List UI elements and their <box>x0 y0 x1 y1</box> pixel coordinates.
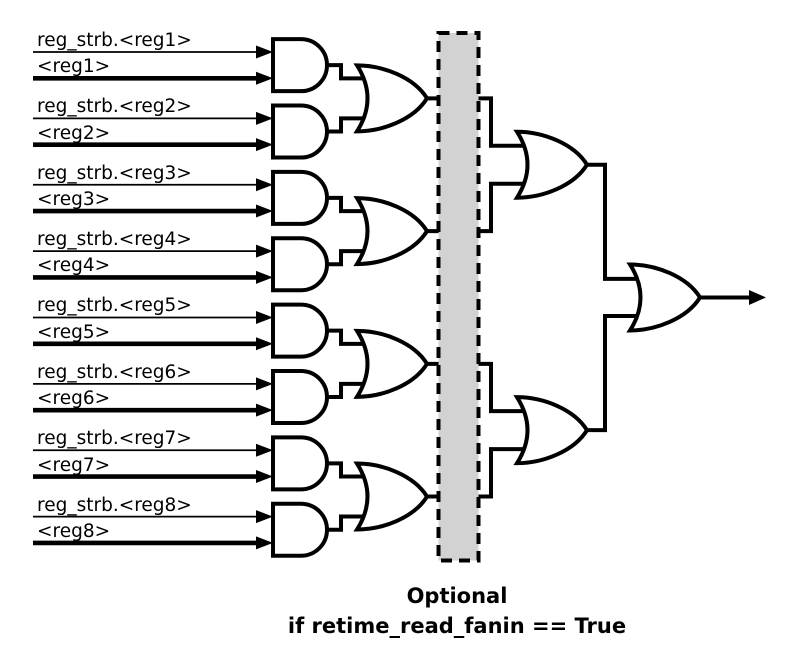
input-arrowhead-value <box>256 536 273 550</box>
output-arrowhead <box>749 289 766 305</box>
input-label-value: <reg5> <box>37 321 111 343</box>
input-label-strobe: reg_strb.<reg8> <box>37 494 192 516</box>
wire-and-to-or <box>323 514 376 532</box>
wire-and-to-or <box>323 195 376 214</box>
input-label-value: <reg6> <box>37 388 111 410</box>
or-gate-final <box>628 262 702 333</box>
wire-and-to-or <box>323 249 376 267</box>
and-gate-5 <box>271 302 329 359</box>
input-label-value: <reg2> <box>37 122 111 144</box>
input-arrowhead-value <box>256 71 273 85</box>
wire-stage3-to-final <box>586 314 652 433</box>
wires-layer <box>33 51 749 546</box>
and-gate-1 <box>271 37 329 94</box>
input-label-value: <reg8> <box>37 520 111 542</box>
input-arrowhead-strobe <box>256 310 273 324</box>
wire-and-to-or <box>323 381 376 399</box>
input-arrowhead-value <box>256 270 273 284</box>
and-gate-7 <box>271 435 329 492</box>
input-label-strobe: reg_strb.<reg6> <box>37 361 192 383</box>
input-label-value: <reg3> <box>37 189 111 211</box>
optional-region-box <box>436 31 481 563</box>
or-gate-stage2-2 <box>355 196 429 267</box>
input-arrowhead-value <box>256 470 273 484</box>
input-label-value: <reg1> <box>37 56 111 78</box>
or-gate-stage2-4 <box>355 461 429 532</box>
or-gate-stage3-1 <box>515 129 589 200</box>
input-arrowhead-value <box>256 204 273 218</box>
input-label-value: <reg4> <box>37 255 111 277</box>
input-arrowhead-strobe <box>256 510 273 524</box>
gates-layer <box>271 37 702 558</box>
input-label-strobe: reg_strb.<reg1> <box>37 30 192 51</box>
wire-and-to-or <box>323 461 376 479</box>
and-gate-4 <box>271 236 329 293</box>
input-arrowhead-strobe <box>256 45 273 59</box>
and-gate-2 <box>271 103 329 160</box>
input-label-strobe: reg_strb.<reg2> <box>37 96 192 118</box>
input-arrowhead-strobe <box>256 443 273 457</box>
input-arrowhead-strobe <box>256 111 273 125</box>
or-gate-stage2-3 <box>355 328 429 399</box>
wire-stage3-to-final <box>586 162 652 281</box>
input-label-strobe: reg_strb.<reg5> <box>37 295 192 317</box>
and-gate-3 <box>271 169 329 226</box>
input-arrowhead-value <box>256 337 273 351</box>
caption-line1: Optional <box>406 584 508 608</box>
arrowheads-layer <box>256 45 766 550</box>
and-gate-6 <box>271 369 329 425</box>
input-arrowhead-value <box>256 403 273 417</box>
input-label-strobe: reg_strb.<reg7> <box>37 428 192 450</box>
input-arrowhead-value <box>256 138 273 152</box>
wire-and-to-or <box>323 328 376 346</box>
wire-and-to-or <box>323 63 376 81</box>
input-arrowhead-strobe <box>256 377 273 391</box>
wire-and-to-or <box>323 116 376 134</box>
input-label-value: <reg7> <box>37 454 111 476</box>
and-gate-8 <box>271 501 329 558</box>
input-arrowhead-strobe <box>256 244 273 258</box>
input-label-strobe: reg_strb.<reg3> <box>37 162 192 184</box>
or-gate-stage3-2 <box>515 395 589 466</box>
caption: Optional if retime_read_fanin == True <box>157 581 757 641</box>
or-gate-stage2-1 <box>355 63 429 134</box>
caption-line2: if retime_read_fanin == True <box>287 614 627 638</box>
input-arrowhead-strobe <box>256 178 273 192</box>
input-label-strobe: reg_strb.<reg4> <box>37 229 192 251</box>
